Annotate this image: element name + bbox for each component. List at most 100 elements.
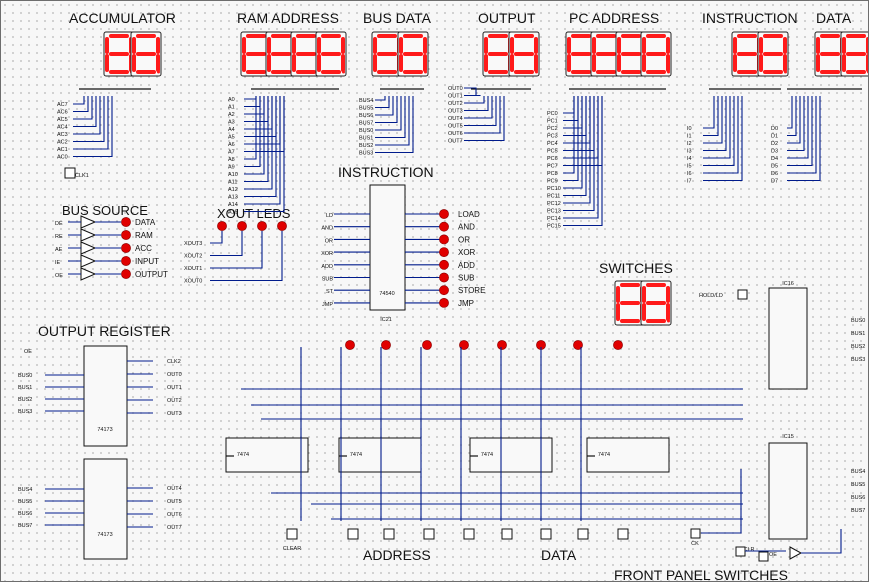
ram-wire-12 [244, 96, 273, 190]
ic15-output-0: BUS4 [851, 469, 865, 475]
instruction-input-5: SUB [322, 277, 334, 283]
instruction-label-4: ADD [458, 261, 475, 270]
accumulator-wire-6 [73, 96, 109, 150]
front-panel-switch-3[interactable] [423, 528, 435, 540]
accumulator-wire-0 [73, 96, 85, 105]
xout-input-label-1: XOUT2 [184, 254, 202, 260]
address-title: ADDRESS [363, 547, 431, 563]
accumulator-input-label-2: AC5 [57, 117, 68, 123]
switch-led-1 [381, 340, 391, 350]
bus-source-input-4: OE [55, 273, 63, 279]
ram-input-label-15: A15 [228, 210, 238, 216]
instruction-input-0: LD [326, 213, 333, 219]
ck-switch[interactable] [690, 528, 701, 539]
output-input-label-6: OUT6 [448, 131, 463, 137]
holdld-label: HOLD/LD [699, 293, 723, 299]
output-register-chip-1 [83, 345, 128, 447]
oe-switch[interactable] [758, 551, 769, 562]
output-register-chip-1-label: 74173 [97, 427, 112, 433]
front-panel-switch-6[interactable] [540, 528, 552, 540]
instruction-input-7: JMP [322, 302, 333, 308]
output-register-right-1: OUT0 [167, 372, 182, 378]
clr-switch[interactable] [735, 546, 746, 557]
data-display-input-label-4: D4 [771, 156, 778, 162]
data-display-digit-2 [839, 30, 868, 78]
output-register-right-4: OUT3 [167, 411, 182, 417]
instruction-display-title: INSTRUCTION [702, 10, 798, 26]
output-register-title: OUTPUT REGISTER [38, 323, 171, 339]
accumulator-input-label-5: AC2 [57, 140, 68, 146]
bus-data-input-label-4: BUS0 [359, 128, 373, 134]
ram-input-label-2: A2 [228, 112, 235, 118]
ic16-output-3: BUS3 [851, 357, 865, 363]
bus-source-led-0 [121, 217, 131, 227]
pc-wire-2 [563, 96, 583, 129]
ic15-output-3: BUS7 [851, 508, 865, 514]
pc-address-title: PC ADDRESS [569, 10, 659, 26]
output-register-right-5: OUT4 [167, 486, 182, 492]
front-panel-switch-2[interactable] [383, 528, 395, 540]
data-display-input-label-3: D3 [771, 149, 778, 155]
instruction-led-0 [439, 209, 449, 219]
holdld-switch[interactable] [737, 289, 748, 300]
xout-led-2 [257, 221, 267, 231]
data-display-wire-7 [787, 96, 821, 182]
front-panel-switch-1[interactable] [347, 528, 359, 540]
front-panel-switch-8[interactable] [617, 528, 629, 540]
pc-wire-8 [563, 96, 575, 174]
data-display-wire-6 [787, 96, 817, 174]
accumulator-wire-2 [73, 96, 93, 120]
switch-buffer-ic15 [768, 442, 808, 540]
data-display-input-label-6: D6 [771, 171, 778, 177]
pc-input-label-14: PC14 [547, 216, 561, 222]
output-register-oe-label: OE [24, 349, 32, 355]
buffer-triangle-4 [80, 267, 97, 281]
switch-led-2 [422, 340, 432, 350]
accumulator-wire-1 [73, 96, 89, 113]
instruction-display-input-label-4: I4 [687, 156, 692, 162]
bus-source-input-0: DE [55, 221, 63, 227]
bus-source-led-4 [121, 269, 131, 279]
ram-input-label-5: A5 [228, 135, 235, 141]
instruction-input-3: XOR [321, 251, 333, 257]
pc-input-label-3: PC3 [547, 134, 558, 140]
front-panel-switch-0[interactable] [286, 528, 298, 540]
ram-wire-1 [244, 96, 261, 108]
ram-input-label-3: A3 [228, 120, 235, 126]
front-panel-switch-4[interactable] [463, 528, 475, 540]
data-display-input-label-0: D0 [771, 126, 778, 132]
instruction-label-3: XOR [458, 248, 476, 257]
accumulator-input-label-0: AC7 [57, 102, 68, 108]
ram-wire-15 [244, 96, 285, 213]
accumulator-wire-3 [73, 96, 97, 128]
pc-input-label-1: PC1 [547, 119, 558, 125]
bus-source-label-2: ACC [135, 244, 152, 253]
ram-input-label-9: A9 [228, 165, 235, 171]
ram-digit-4 [314, 30, 348, 78]
pc-wire-1 [563, 96, 579, 122]
xout-leds-title: XOUT LEDS [217, 206, 291, 221]
instruction-display-wire-4 [703, 96, 731, 159]
buffer-triangle-3 [80, 254, 97, 268]
pc-wire-12 [563, 96, 591, 204]
instruction-label-2: OR [458, 235, 470, 244]
pc-digit-4 [639, 30, 673, 78]
wires [73, 87, 862, 227]
instruction-display-input-label-3: I3 [687, 149, 692, 155]
xout-led-3 [277, 221, 287, 231]
output-wire-4 [464, 96, 493, 119]
instruction-led-2 [439, 234, 449, 245]
ram-input-label-11: A11 [228, 180, 237, 186]
accumulator-digit-1 [102, 30, 136, 78]
instruction-led-6 [439, 285, 449, 296]
pc-wire-15 [563, 96, 603, 227]
front-panel-switch-5[interactable] [501, 528, 513, 540]
instruction-label-5: SUB [458, 274, 474, 283]
front-panel-switch-7[interactable] [577, 528, 589, 540]
accumulator-input-label-6: AC1 [57, 147, 68, 153]
bus-data-wire-4 [375, 96, 402, 131]
bottom-control-wires [701, 469, 842, 554]
output-register-right-6: OUT5 [167, 499, 182, 505]
